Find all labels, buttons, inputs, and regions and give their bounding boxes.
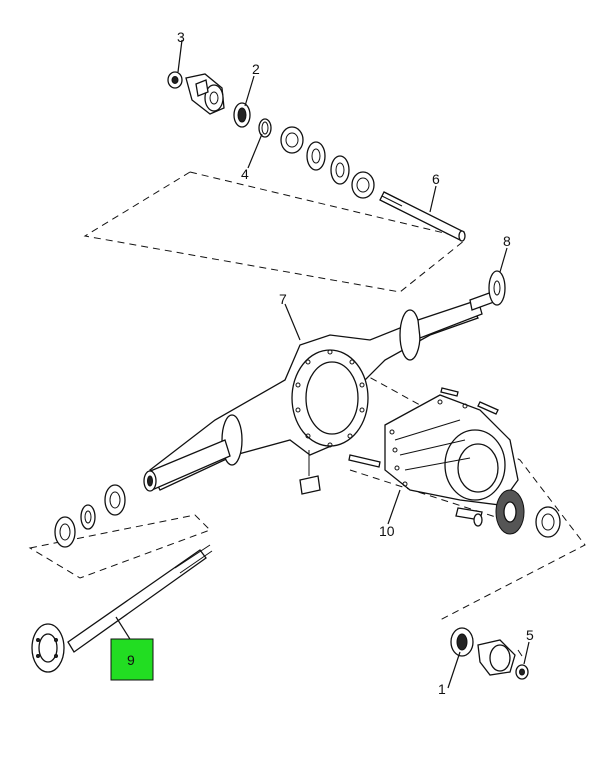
callout-leaders — [115, 39, 530, 689]
callout-7[interactable]: 7 — [279, 291, 287, 307]
lower-flange-group — [450, 627, 529, 680]
callout-6[interactable]: 6 — [432, 171, 440, 187]
callout-4[interactable]: 4 — [241, 166, 249, 182]
callout-labels: 1 2 3 4 5 6 7 8 9 10 — [127, 29, 534, 697]
callout-2[interactable]: 2 — [252, 61, 260, 77]
callout-9[interactable]: 9 — [127, 652, 135, 668]
axle-housing — [143, 299, 483, 495]
axle-shaft-left — [31, 544, 213, 673]
callout-3[interactable]: 3 — [177, 29, 185, 45]
callout-8[interactable]: 8 — [503, 233, 511, 249]
callout-1[interactable]: 1 — [438, 681, 446, 697]
callout-9-highlight — [110, 638, 154, 681]
callout-10[interactable]: 10 — [379, 523, 395, 539]
ring-gear-assembly — [455, 489, 561, 538]
callout-5[interactable]: 5 — [526, 627, 534, 643]
axle-flange-right — [469, 270, 506, 311]
pinion-flange-group — [167, 71, 375, 199]
differential-carrier — [348, 387, 519, 506]
pinion-shaft — [379, 191, 466, 242]
left-bearing-nuts — [54, 484, 126, 548]
